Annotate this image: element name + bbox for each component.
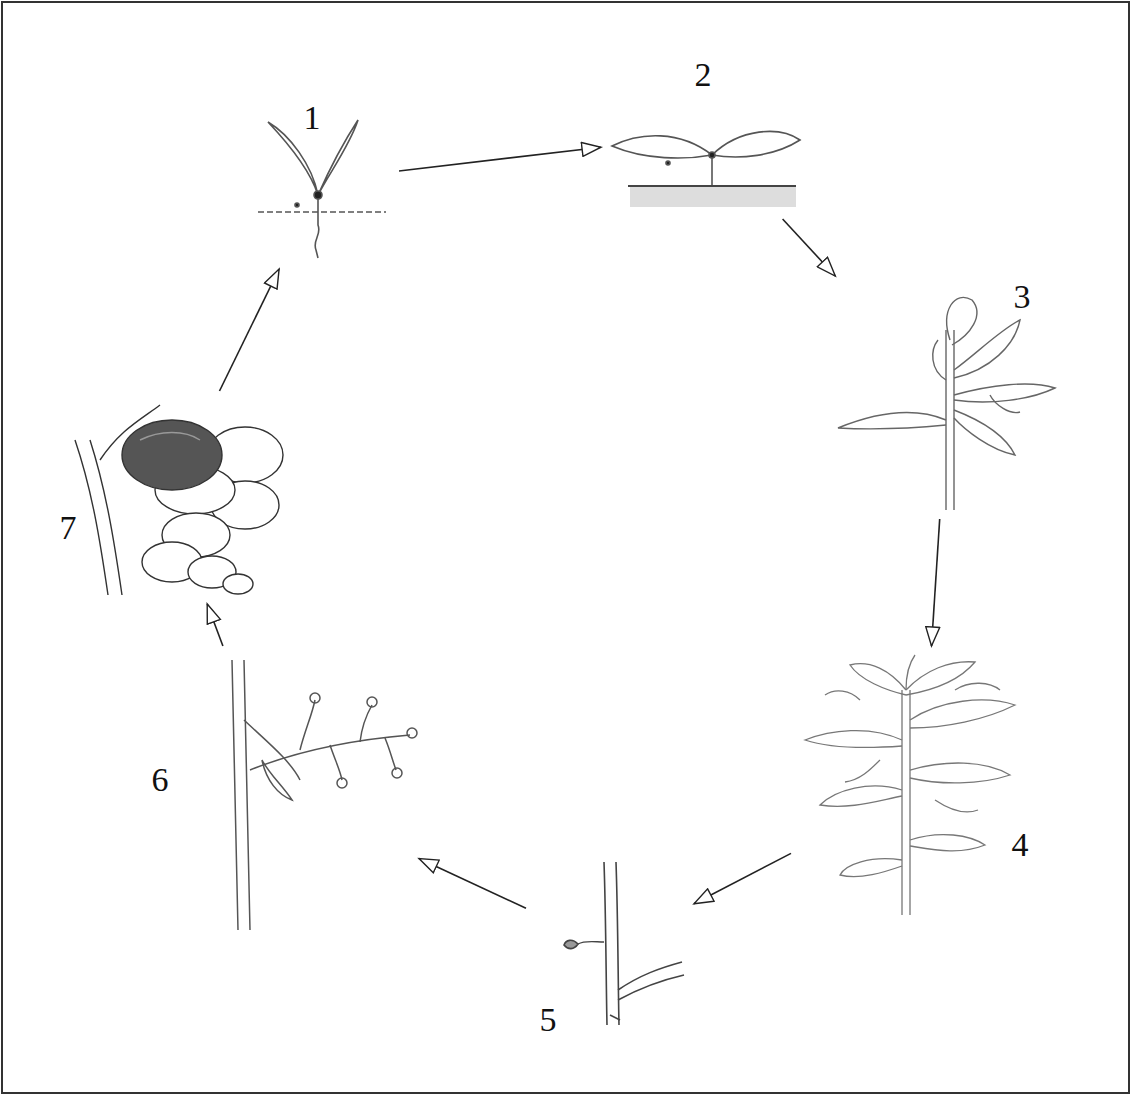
life-stage: 7 <box>55 395 280 600</box>
cycle-arrow <box>419 859 526 909</box>
grown-plant-drawing <box>805 655 1015 915</box>
fruit-cluster-drawing <box>75 405 283 595</box>
seedling-drawing <box>612 131 800 207</box>
young-plant-drawing <box>838 297 1055 510</box>
cycle-arrow <box>220 269 280 391</box>
cycle-arrow <box>694 853 791 903</box>
callout-number: 2 <box>695 55 712 95</box>
cycle-arrow <box>932 519 940 646</box>
cycle-arrow <box>399 147 601 171</box>
life-stage: 4 <box>795 650 1050 920</box>
life-stage: 6 <box>140 650 415 935</box>
callout-number: 5 <box>540 1000 557 1040</box>
life-stage: 3 <box>830 280 1065 515</box>
flower-bud-drawing <box>564 862 684 1025</box>
cycle-arrow <box>783 219 836 276</box>
life-stage: 2 <box>605 55 805 215</box>
life-stage: 1 <box>250 95 395 265</box>
callout-number: 4 <box>1012 825 1029 865</box>
callout-number: 7 <box>60 508 77 548</box>
cycle-arrow <box>207 604 223 646</box>
life-stage: 5 <box>530 855 690 1040</box>
callout-number: 1 <box>304 98 321 138</box>
callout-number: 6 <box>152 760 169 800</box>
flower-truss-drawing <box>232 660 417 930</box>
callout-number: 3 <box>1014 277 1031 317</box>
seedling-drawing <box>258 120 386 258</box>
